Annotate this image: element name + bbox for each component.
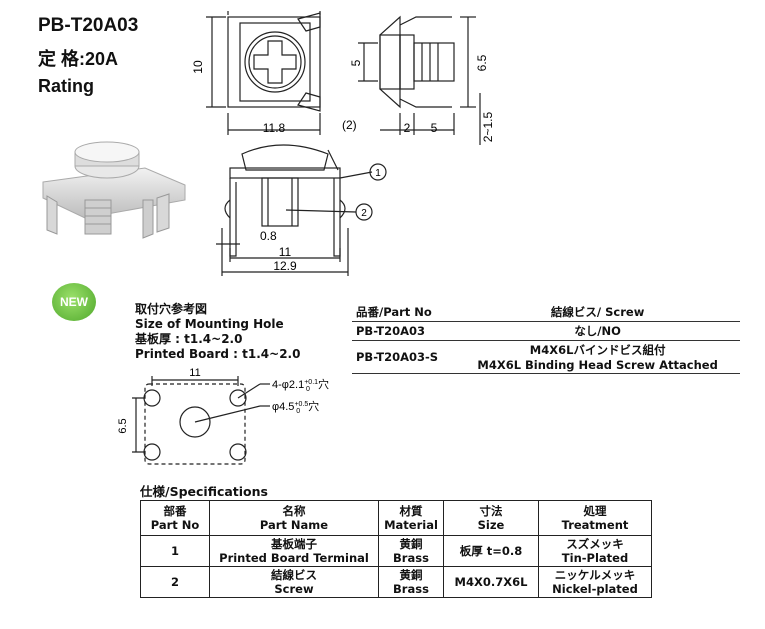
part-table-screw: なし/NO — [455, 321, 740, 341]
mounting-title-en: Size of Mounting Hole — [135, 317, 284, 331]
dim-side-h5: 5 — [349, 59, 363, 66]
board-thickness-en: Printed Board : t1.4~2.0 — [135, 347, 301, 361]
part-number-table: 品番/Part No 結線ビス/ Screw PB-T20A03 なし/NO P… — [352, 303, 740, 374]
dim-side-2: 2 — [404, 121, 411, 135]
spec-part-no: 1 — [140, 535, 210, 567]
new-badge: NEW — [52, 283, 96, 321]
part-title: PB-T20A03 — [38, 15, 139, 36]
part-table-header-part: 品番/Part No — [352, 303, 456, 322]
part-table-part-no: PB-T20A03-S — [352, 340, 456, 374]
front-view-drawing: 0.8 11 12.9 1 2 — [216, 144, 387, 276]
callout-2: 2 — [361, 208, 367, 219]
part-table-row: PB-T20A03 なし/NO — [352, 321, 740, 341]
mounting-title-jp: 取付穴参考図 — [135, 302, 208, 316]
top-view-drawing: 11.8 10 (2) 2 5 5 6.5 2~1.5 — [191, 11, 495, 145]
dim-side-paren: (2) — [342, 118, 357, 132]
part-table-screw: M4X6Lバインドビス組付 M4X6L Binding Head Screw A… — [455, 340, 740, 374]
part-table-row: PB-T20A03-S M4X6Lバインドビス組付 M4X6L Binding … — [352, 340, 740, 374]
mount-dim-65: 6.5 — [117, 418, 129, 433]
spec-size: M4X0.7X6L — [443, 566, 539, 598]
rating-en: Rating — [38, 76, 94, 96]
part-table-part-no: PB-T20A03 — [352, 321, 456, 341]
rating-jp: 定 格:20A — [38, 49, 119, 69]
dim-front-08: 0.8 — [260, 229, 277, 243]
specs-title: 仕様/Specifications — [140, 484, 268, 499]
callout-1: 1 — [375, 168, 381, 179]
dim-side-65: 6.5 — [475, 54, 489, 71]
dim-side-215: 2~1.5 — [481, 111, 495, 142]
product-3d-image — [42, 141, 186, 239]
dim-top-height: 10 — [191, 60, 205, 74]
dim-side-5: 5 — [431, 121, 438, 135]
mounting-info: 取付穴参考図 Size of Mounting Hole 基板厚 : t1.4~… — [135, 302, 300, 362]
dim-front-129: 12.9 — [273, 259, 297, 273]
spec-part-no: 2 — [140, 566, 210, 598]
dim-top-width: 11.8 — [263, 121, 286, 135]
spec-size: 板厚 t=0.8 — [443, 535, 539, 567]
dim-front-11: 11 — [279, 245, 292, 259]
mount-dim-11: 11 — [189, 367, 200, 379]
part-table-header: 品番/Part No 結線ビス/ Screw — [352, 303, 740, 322]
board-thickness-jp: 基板厚 : t1.4~2.0 — [135, 332, 243, 346]
part-table-header-screw: 結線ビス/ Screw — [455, 303, 740, 322]
